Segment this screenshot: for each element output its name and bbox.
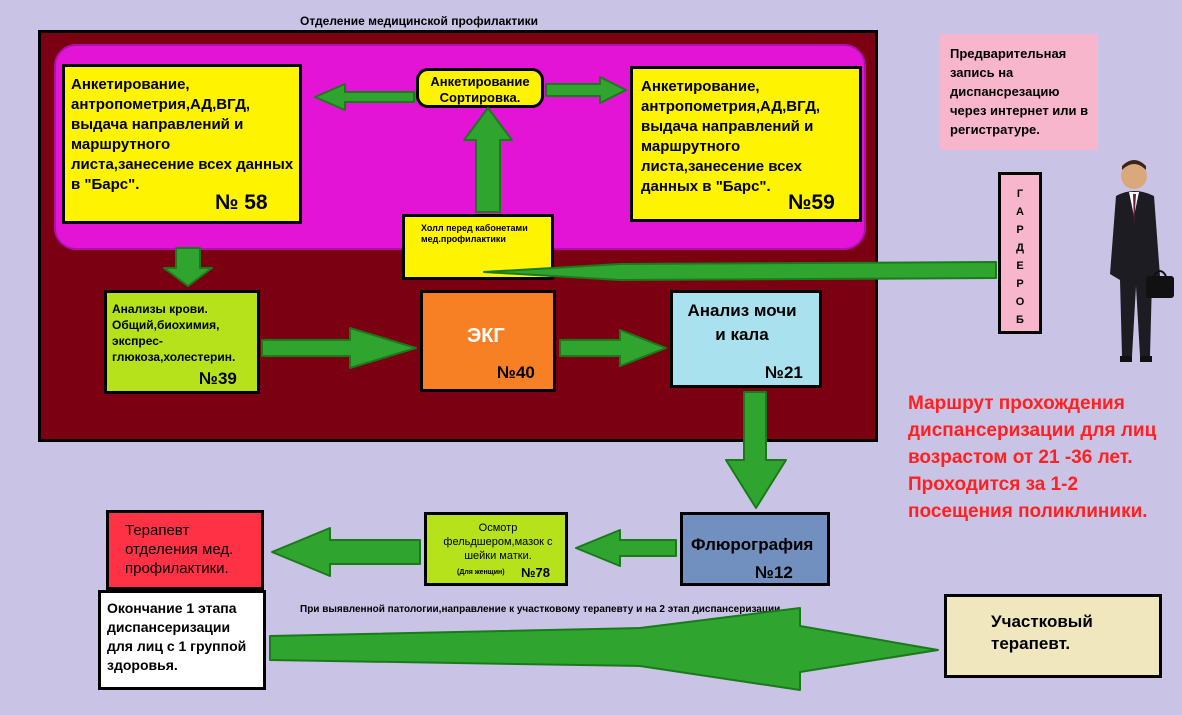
- garderob-letter: Б: [1016, 314, 1024, 326]
- department-title: Отделение медицинской профилактики: [300, 14, 538, 28]
- room-39-text: Анализы крови. Общий,биохимия, экспрес- …: [112, 302, 236, 364]
- room-39-number: №39: [199, 369, 237, 388]
- garderob-letter: Р: [1016, 278, 1024, 290]
- room-40: ЭКГ №40: [420, 290, 556, 392]
- room-58: Анкетирование, антропометрия,АД,ВГД, выд…: [62, 64, 302, 224]
- sorting-node: Анкетирование Сортировка.: [416, 68, 544, 108]
- room-21: Анализ мочи и кала №21: [670, 290, 822, 388]
- garderob-letter: А: [1016, 206, 1024, 218]
- garderob-letter: О: [1015, 296, 1025, 308]
- pathology-note: При выявленной патологии,направление к у…: [300, 604, 781, 615]
- room-12-number: №12: [755, 563, 793, 582]
- garderob-letter: Г: [1016, 188, 1024, 200]
- room-59: Анкетирование, антропометрия,АД,ВГД, выд…: [630, 66, 862, 222]
- room-58-number: № 58: [215, 191, 268, 214]
- end-stage-node: Окончание 1 этапа диспансеризации для ли…: [98, 590, 266, 690]
- route-description: Маршрут прохождения диспансеризации для …: [908, 393, 1157, 522]
- room-40-number: №40: [497, 363, 535, 382]
- hall-node: Холл перед кабонетами мед.профилактики: [402, 214, 554, 280]
- room-12: Флюрография №12: [680, 512, 830, 586]
- garderob-node: Г А Р Д Е Р О Б: [998, 172, 1042, 334]
- room-39: Анализы крови. Общий,биохимия, экспрес- …: [104, 290, 260, 394]
- room-21-text: Анализ мочи и кала: [687, 301, 797, 344]
- pre-registration-note: Предварительная запись на диспансрезацию…: [940, 34, 1098, 150]
- room-12-text: Флюрография: [691, 535, 814, 554]
- arrow-end-to-district: [269, 607, 939, 691]
- garderob-letter: Д: [1016, 242, 1024, 254]
- district-therapist-node: Участковый терапевт.: [944, 594, 1162, 678]
- room-59-text: Анкетирование, антропометрия,АД,ВГД, выд…: [641, 78, 821, 195]
- ekg-label: ЭКГ: [467, 325, 505, 347]
- arrow-12-to-78: [575, 529, 677, 567]
- room-78: Осмотр фельдшером,мазок с шейки матки. (…: [424, 512, 568, 586]
- garderob-letter: Е: [1016, 260, 1024, 272]
- room-78-text: Осмотр фельдшером,мазок с шейки матки.: [443, 522, 553, 562]
- room-78-note: (Для женщин): [457, 569, 505, 576]
- garderob-letter: Р: [1016, 224, 1024, 236]
- arrow-78-to-therapist: [271, 527, 421, 577]
- room-58-text: Анкетирование, антропометрия,АД,ВГД, выд…: [71, 76, 294, 193]
- businessman-illustration: [1110, 160, 1174, 362]
- room-59-number: №59: [788, 191, 835, 214]
- room-78-number: №78: [521, 565, 550, 580]
- therapist-node: Терапевт отделения мед. профилактики.: [106, 510, 264, 590]
- room-21-number: №21: [765, 363, 803, 382]
